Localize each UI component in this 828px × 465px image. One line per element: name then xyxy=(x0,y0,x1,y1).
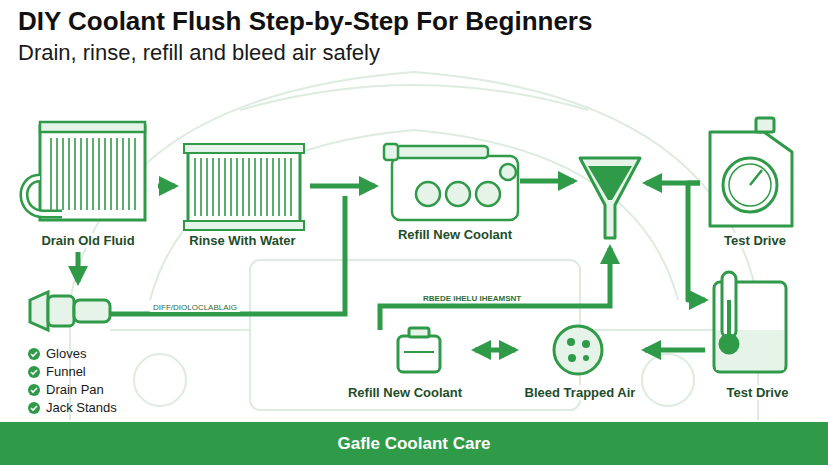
subtitle: Drain, rinse, refill and bleed air safel… xyxy=(18,40,380,66)
footer-band xyxy=(0,422,828,465)
line-label: RBEDE IHELU IHEAMSNT xyxy=(420,294,524,303)
step-node: Refill New Coolant xyxy=(335,325,475,400)
step-node: Drain Old Fluid xyxy=(18,118,158,248)
step-node: Bleed Trapped Air xyxy=(515,320,645,400)
engine-icon xyxy=(384,144,518,220)
bottle-icon xyxy=(398,328,440,372)
coolant-jug-icon xyxy=(710,118,792,226)
step-label: Drain Old Fluid xyxy=(39,233,136,248)
check-bullet xyxy=(28,348,40,414)
title: DIY Coolant Flush Step-by-Step For Begin… xyxy=(18,6,592,37)
step-label: Test Drive xyxy=(725,385,791,400)
hose-icon xyxy=(30,292,110,330)
bleed-valve-icon xyxy=(554,326,602,374)
flow-line xyxy=(78,181,700,330)
flow-arrow xyxy=(310,184,375,189)
car-watermark xyxy=(70,72,758,420)
line-label: DIFF/DIOLOCLABLAIG xyxy=(150,303,240,312)
rinse-radiator-icon xyxy=(184,144,304,230)
step-node: Refill New Coolant xyxy=(375,138,535,242)
step-node: Test Drive xyxy=(705,268,810,400)
funnel-icon xyxy=(580,158,640,238)
step-node: Test Drive xyxy=(700,118,810,248)
thermometer-icon xyxy=(714,272,786,372)
checklist-item: Gloves xyxy=(46,346,86,361)
caption: Gafle Coolant Care xyxy=(0,422,828,465)
radiator-icon xyxy=(24,122,145,220)
check-mark xyxy=(31,352,37,410)
checklist-item: Drain Pan xyxy=(46,382,104,397)
flow-arrow xyxy=(158,184,175,189)
flow-arrow xyxy=(688,183,705,300)
flow-arrow xyxy=(645,348,705,353)
checklist-item: Jack Stands xyxy=(46,400,117,415)
step-label: Test Drive xyxy=(722,233,788,248)
step-label: Rinse With Water xyxy=(187,233,297,248)
step-label: Bleed Trapped Air xyxy=(523,385,638,400)
step-label: Refill New Coolant xyxy=(346,385,464,400)
checklist-item: Funnel xyxy=(46,364,86,379)
step-node: Rinse With Water xyxy=(175,140,310,248)
flow-arrow xyxy=(475,348,515,353)
step-label: Refill New Coolant xyxy=(396,227,514,242)
